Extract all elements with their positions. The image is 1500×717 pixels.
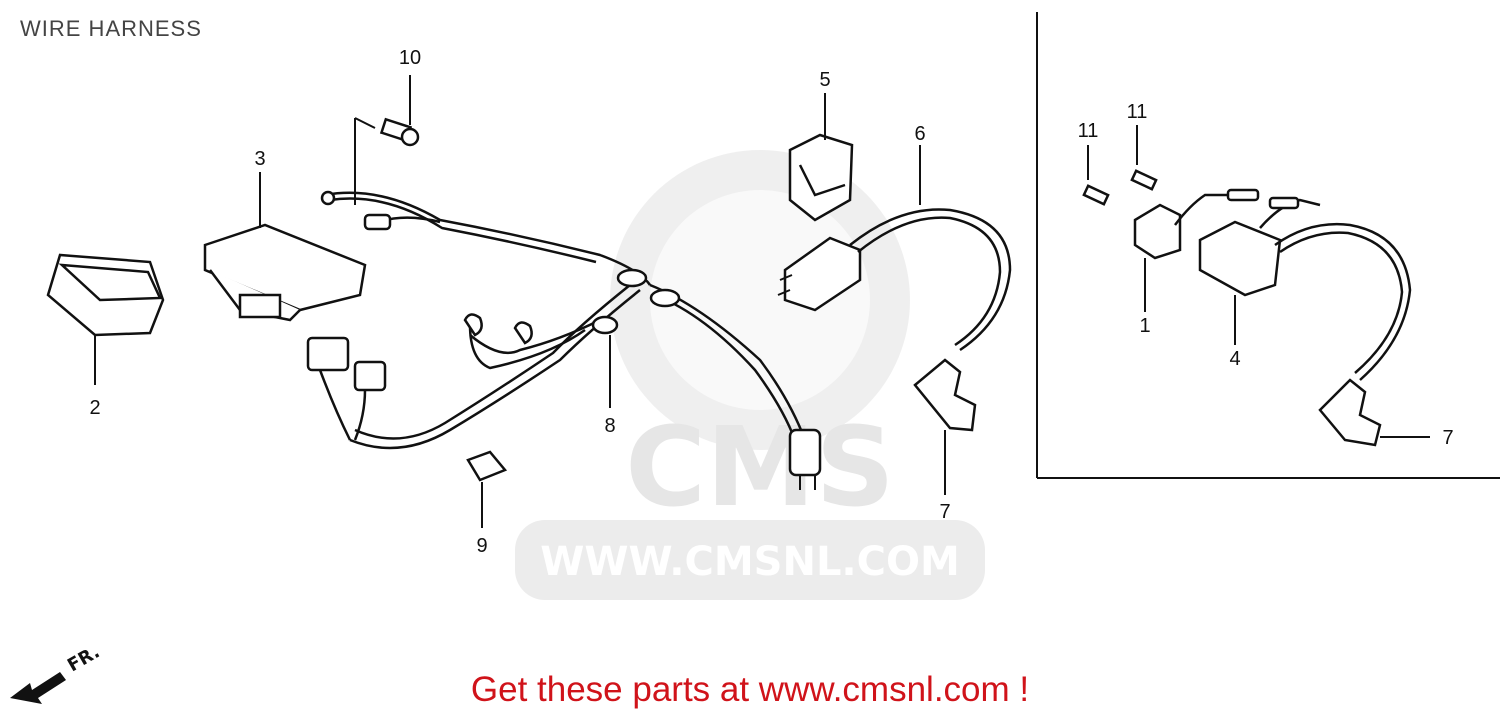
callout-11-left: 11 (1078, 120, 1099, 142)
callout-4: 4 (1229, 348, 1240, 370)
watermark: CMS WWW.CMSNL.COM (515, 150, 985, 600)
part-9-clamp[interactable] (466, 450, 508, 528)
callout-7-right: 7 (1442, 427, 1453, 449)
callout-8: 8 (604, 415, 615, 437)
part-10-bolt[interactable] (354, 75, 420, 205)
callout-1: 1 (1139, 315, 1150, 337)
watermark-logo-text: CMS (625, 403, 894, 531)
part-5-boot[interactable] (788, 93, 854, 222)
diagram-title: WIRE HARNESS (20, 16, 202, 41)
part-4-ignition-coil[interactable] (1198, 196, 1412, 381)
callout-11-right: 11 (1127, 101, 1148, 123)
part-11-bolt-b[interactable] (1130, 125, 1158, 191)
part-7-plug-cap-right[interactable] (1318, 378, 1430, 447)
watermark-url-text: WWW.CMSNL.COM (540, 539, 960, 585)
footer-link[interactable]: Get these parts at www.cmsnl.com ! (470, 670, 1030, 709)
part-1-pulser[interactable] (1133, 188, 1260, 312)
callout-3: 3 (254, 148, 265, 170)
part-7-plug-cap-left[interactable] (913, 358, 977, 495)
callout-6: 6 (914, 123, 925, 145)
callout-2: 2 (89, 397, 100, 419)
front-arrow-icon (10, 672, 66, 704)
part-6-ignition-coil[interactable] (777, 145, 1012, 352)
part-2-connector-box[interactable] (46, 253, 165, 385)
part-3-cdi-unit[interactable] (203, 172, 367, 322)
part-8-wire-harness[interactable] (306, 190, 822, 490)
callout-10: 10 (399, 47, 421, 69)
callout-7-left: 7 (939, 501, 950, 523)
callout-9: 9 (476, 535, 487, 557)
callout-5: 5 (819, 69, 830, 91)
part-11-bolt-a[interactable] (1082, 145, 1110, 206)
